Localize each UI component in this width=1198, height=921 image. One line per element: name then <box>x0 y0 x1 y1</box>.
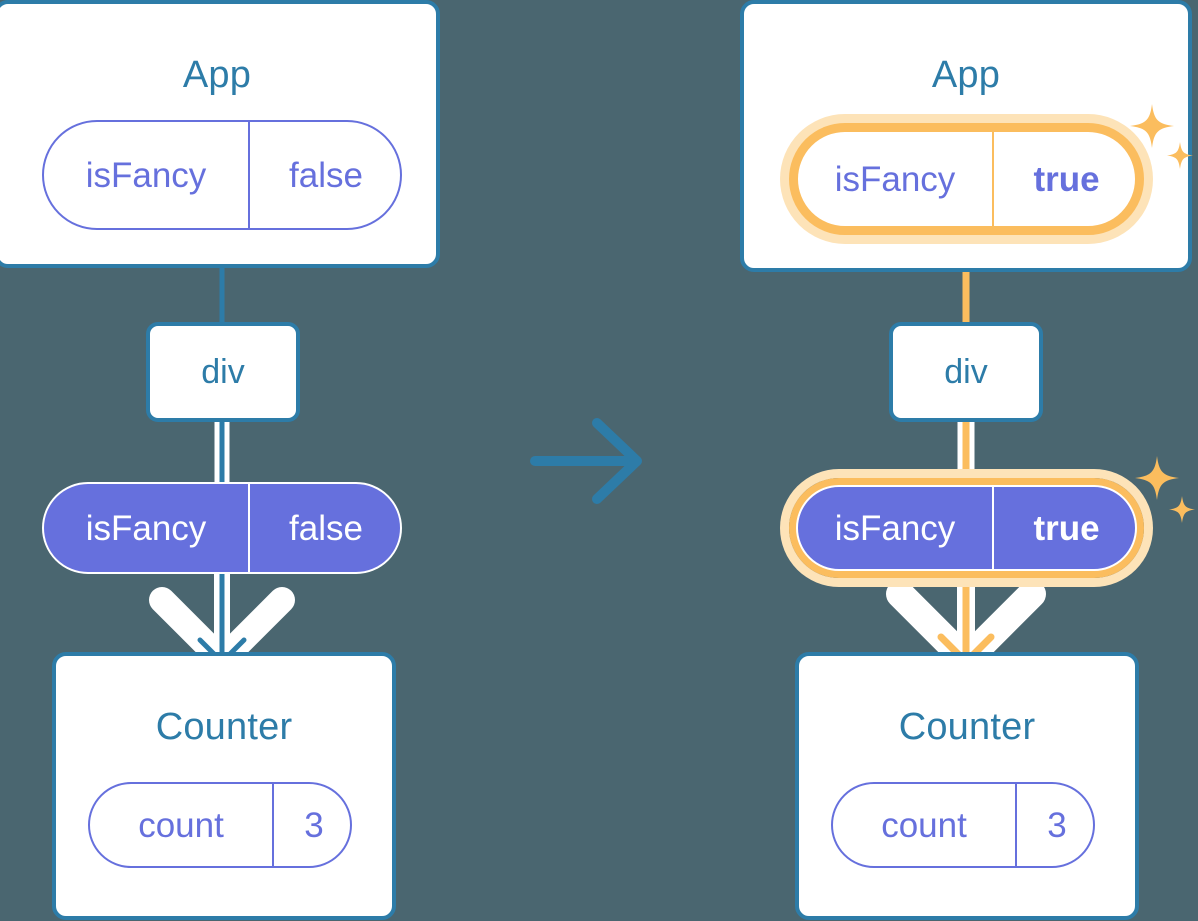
prop-pill-isfancy-right[interactable]: isFancy true <box>796 485 1137 571</box>
state-pill-isfancy-left[interactable]: isFancy false <box>42 120 402 230</box>
pill-divider <box>992 487 994 569</box>
prop-pill-value-left: false <box>289 508 363 548</box>
count-pill-key-right: count <box>881 805 967 845</box>
state-pill-value-left: false <box>289 155 363 195</box>
counter-title-left: Counter <box>155 706 293 748</box>
count-pill-right[interactable]: count 3 <box>831 782 1095 868</box>
pill-divider <box>992 132 994 226</box>
count-pill-value-right: 3 <box>1047 805 1067 845</box>
count-pill-left[interactable]: count 3 <box>88 782 352 868</box>
sparkles-prop-right <box>1135 456 1195 523</box>
prop-pill-key-left: isFancy <box>85 508 207 548</box>
count-pill-value-left: 3 <box>304 805 324 845</box>
state-pill-isfancy-right[interactable]: isFancy true <box>796 130 1137 228</box>
state-pill-value-right: true <box>1033 159 1100 199</box>
pill-divider <box>248 484 250 572</box>
sparkle-icon-large <box>1130 104 1174 148</box>
prop-pill-key-right: isFancy <box>834 508 956 548</box>
dom-node-label-left: div <box>201 353 245 391</box>
sparkle-icon-large <box>1135 456 1179 500</box>
app-title-left: App <box>182 54 252 96</box>
pill-divider <box>1015 784 1017 866</box>
app-title-right: App <box>931 54 1001 96</box>
transition-arrow-icon <box>530 418 642 504</box>
sparkle-icon-small <box>1169 496 1195 523</box>
sparkles-app-right <box>1130 104 1193 169</box>
count-pill-key-left: count <box>138 805 224 845</box>
pill-divider <box>272 784 274 866</box>
state-pill-key-right: isFancy <box>834 159 956 199</box>
counter-title-right: Counter <box>898 706 1036 748</box>
pill-divider <box>248 122 250 228</box>
highlight-ring-prop-pill-right <box>789 478 1144 578</box>
sparkle-icon-small <box>1167 142 1193 169</box>
dom-node-div-right: div <box>889 322 1043 422</box>
prop-pill-isfancy-left[interactable]: isFancy false <box>42 482 402 574</box>
state-pill-key-left: isFancy <box>85 155 207 195</box>
dom-node-label-right: div <box>944 353 988 391</box>
dom-node-div-left: div <box>146 322 300 422</box>
prop-pill-value-right: true <box>1033 508 1100 548</box>
